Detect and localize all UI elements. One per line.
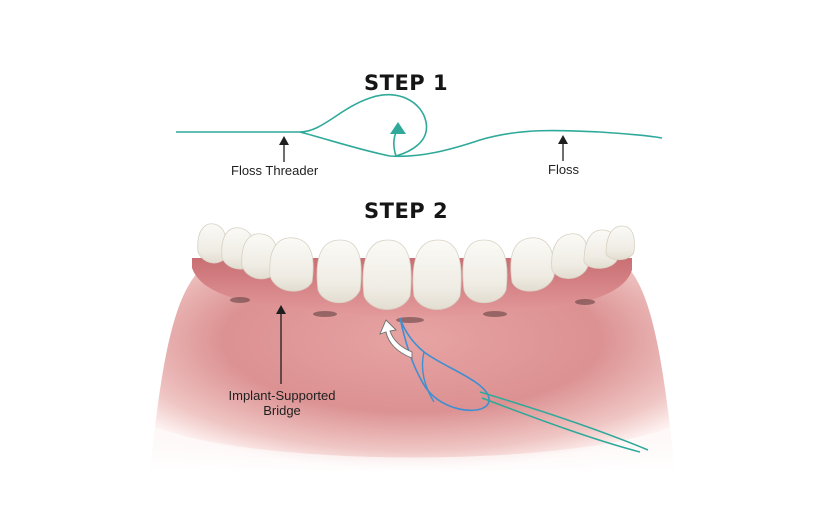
tooth	[605, 225, 635, 261]
step1-threader-diagram	[176, 93, 663, 162]
tooth	[412, 239, 462, 310]
tooth	[362, 239, 412, 310]
tooth	[551, 233, 589, 279]
step1-title: STEP 1	[364, 71, 449, 95]
tooth	[316, 239, 362, 304]
floss-pointer	[558, 135, 568, 161]
floss-threader-pointer	[279, 136, 289, 162]
floss-threader-loop	[176, 93, 428, 157]
bridge-label-line2: Bridge	[263, 403, 301, 418]
threader-arrowhead-icon	[390, 122, 406, 134]
tooth	[269, 237, 314, 292]
bridge-gap-shadows	[230, 297, 595, 323]
floss-ends	[479, 391, 649, 453]
bridge-pointer	[276, 305, 286, 384]
teeth-row	[197, 223, 635, 310]
direction-arrow-icon	[379, 319, 413, 359]
step2-title: STEP 2	[364, 199, 449, 223]
threader-under-bridge	[399, 317, 490, 412]
threader-strand-left	[421, 351, 435, 403]
tooth	[197, 223, 227, 264]
tooth	[510, 237, 555, 292]
bridge-label-line1: Implant-Supported	[228, 388, 336, 403]
implant-supported-bridge-label: Implant-Supported Bridge	[212, 388, 352, 418]
tooth	[462, 239, 508, 304]
floss-label: Floss	[548, 162, 580, 177]
step2-bridge-diagram	[140, 223, 685, 480]
floss-threader-label: Floss Threader	[231, 163, 319, 178]
floss-strand	[299, 129, 663, 158]
